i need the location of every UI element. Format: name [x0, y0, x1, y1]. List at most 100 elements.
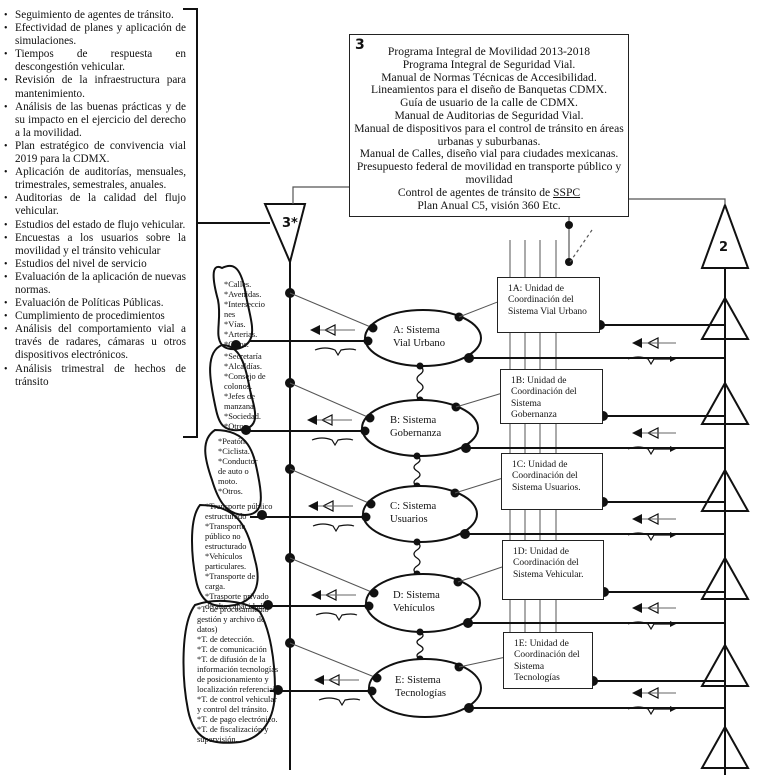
system-label-line: Vial Urbano [393, 338, 446, 349]
note-junction-dot [263, 600, 273, 610]
note-line: *Otros. [224, 422, 249, 431]
note-line: *Alcaldías. [224, 362, 262, 371]
note-line: *Conductor [218, 457, 258, 466]
note-line: *Ciclista. [218, 447, 250, 456]
feedback-arrow-icon [308, 501, 318, 511]
triangle-3-star-label: 3* [282, 216, 298, 231]
list-item: Estudios del nivel de servicio [4, 258, 186, 271]
right-bus-triangle-icon [700, 555, 750, 600]
system-to-unit-line [454, 478, 502, 494]
list-item: Plan estratégico de convivencia vial 201… [4, 140, 186, 166]
note-line: público no [205, 532, 241, 541]
list-item: Análisis del comportamiento vial a travé… [4, 323, 186, 362]
framework-underlined-term: SSPC [553, 185, 581, 199]
note-line: localización referencial [197, 685, 276, 694]
unit-label-line: Tecnologías [514, 673, 560, 684]
dashed-line [569, 229, 593, 263]
unit-label-line: 1C: Unidad de [512, 460, 568, 470]
right-bus-triangle-icon [700, 724, 750, 769]
right-bus-triangle-icon [700, 642, 750, 687]
regulatory-framework-box: 3 Programa Integral de Movilidad 2013-20… [349, 34, 629, 217]
coupling-wave-icon [413, 455, 421, 487]
list-item: Auditorias de la calidad del flujo vehic… [4, 192, 186, 218]
list-item: Aplicación de auditorías, mensuales, tri… [4, 166, 186, 192]
unit-label-line: Sistema Usuarios. [512, 482, 581, 493]
note-line: *Transporte de [205, 572, 256, 581]
framework-line: Manual de dispositivos para el control d… [354, 121, 624, 135]
note-line: *Trasporte privado [205, 592, 269, 601]
arrowhead-icon [670, 532, 676, 538]
note-line: *T. de fiscalización y [197, 725, 269, 734]
feedback-arrow-icon [632, 428, 642, 438]
unit-label-line: Sistema Vehicular. [513, 569, 584, 580]
note-line: *Transporte público [205, 502, 273, 511]
note-line: *T. de comunicación [197, 645, 267, 654]
unit-label-line: 1E: Unidad de [514, 639, 569, 649]
bus-to-system-line [289, 468, 372, 505]
note-line: *T. de pago electrónico. [197, 715, 278, 724]
arrowhead-icon [670, 706, 676, 712]
right-bus-triangle-icon [700, 467, 750, 512]
feedback-arrow-icon [307, 415, 317, 425]
system-junction-dot [369, 588, 379, 598]
framework-line: Presupuesto federal de movilidad en tran… [356, 160, 622, 174]
note-line: de posicionamiento y [197, 675, 269, 684]
list-item: Análisis trimestral de hechos de tránsit… [4, 363, 186, 389]
feedback-arrow-icon [310, 325, 320, 335]
feedback-arrow-icon [632, 514, 642, 524]
note-line: información tecnologías [197, 665, 279, 674]
unit-label-line: Coordinación del [514, 650, 580, 661]
framework-line: Manual de Normas Técnicas de Accesibilid… [381, 70, 597, 84]
evaluation-activities-list: Seguimiento de agentes de tránsito.Efect… [4, 9, 186, 389]
unit-label-line: Coordinación del [513, 558, 579, 569]
system-to-unit-line [458, 301, 498, 318]
note-line: datos) [197, 625, 218, 634]
bus-to-system-line [289, 382, 371, 419]
note-line: *T. de procesamiento [197, 605, 269, 614]
hand-drawn-outline [209, 343, 257, 432]
unit-label-line: 1D: Unidad de [513, 547, 569, 557]
list-item: Cumplimiento de procedimientos [4, 310, 186, 323]
right-bus-triangle-icon [700, 295, 750, 340]
bus-to-system-line [289, 557, 375, 594]
note-line: colonos. [224, 382, 253, 391]
system-to-unit-line [458, 657, 504, 668]
note-line: *Interseccio [224, 300, 265, 309]
signal-squiggle-icon [627, 532, 674, 542]
arrowhead-icon [670, 621, 676, 627]
framework-line: movilidad [465, 172, 513, 186]
regulatory-framework-list: Programa Integral de Movilidad 2013-2018… [350, 45, 628, 212]
framework-line: Guía de usuario de la calle de CDMX. [400, 96, 578, 110]
unit-label-line: Coordinación del [508, 295, 574, 306]
note-line: *T. de detección. [197, 635, 255, 644]
list-item: Evaluación de Políticas Públicas. [4, 297, 186, 310]
junction-dot [565, 258, 573, 266]
signal-squiggle-icon [627, 706, 674, 716]
note-line: *Vías. [224, 320, 246, 329]
note-line: *Peatón. [218, 437, 248, 446]
unit-label-line: Sistema [514, 661, 545, 672]
coupling-wave-icon [416, 631, 424, 660]
system-label-line: C: Sistema [390, 501, 437, 512]
note-junction-dot [241, 425, 251, 435]
list-item: Revisión de la infraestructura para mant… [4, 74, 186, 100]
note-line: *Secretaría [224, 352, 262, 361]
note-line: manzana. [224, 402, 256, 411]
system-to-unit-line [457, 566, 503, 583]
note-line: *Avenidas. [224, 290, 262, 299]
unit-label-line: Sistema Vial Urbano [508, 306, 587, 317]
framework-line: Programa Integral de Movilidad 2013-2018 [387, 45, 591, 58]
note-line: *Arterias. [224, 330, 258, 339]
note-line: gestión y archivo de [197, 615, 265, 624]
note-line: *T. de difusión de la [197, 655, 266, 664]
note-line: *Sociedad. [224, 412, 261, 421]
note-line: de auto o [218, 467, 249, 476]
feedback-arrow-icon [632, 603, 642, 613]
